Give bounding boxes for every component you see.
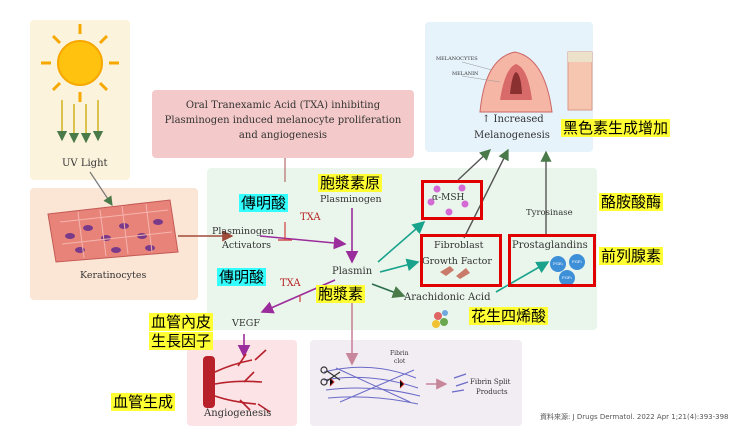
pg-label-3: PGF₂	[562, 275, 573, 280]
alpha-msh-label: α-MSH	[432, 193, 465, 203]
fibroblast-frame	[420, 234, 502, 287]
fibrin-clot-icon	[323, 366, 421, 405]
uv-light-label: UV Light	[62, 158, 108, 169]
fibrin-split-label-1: Fibrin Split	[470, 378, 511, 386]
melanin-increase-annotation: 黑色素生成增加	[561, 119, 671, 137]
pg-label-1: PGE₂	[553, 261, 564, 266]
arachidonic-molecule-icon	[432, 310, 448, 328]
prostaglandin-zh-annotation: 前列腺素	[599, 247, 664, 265]
vegf-zh-annotation-2: 生長因子	[149, 332, 214, 350]
fibrin-clot-label-1: Fibrin	[390, 350, 409, 357]
melanocytes-small-label: MELANOCYTES	[436, 56, 478, 62]
keratinocytes-label: Keratinocytes	[80, 270, 147, 281]
plasmin-label: Plasmin	[332, 266, 373, 277]
keratinocyte-tissue-icon	[47, 199, 179, 263]
arachidonic-acid-label: Arachidonic Acid	[404, 292, 491, 303]
scissors-icon	[320, 366, 341, 386]
txa-label-1: TXA	[300, 212, 321, 223]
plasminogen-activators-label-2: Activators	[222, 240, 272, 251]
plasmin-zh-annotation: 胞漿素	[316, 285, 366, 303]
txa-mechanism-text: Oral Tranexamic Acid (TXA) inhibiting Pl…	[164, 100, 402, 141]
pg-label-2: PGF₂	[572, 259, 583, 264]
prostaglandins-label: Prostaglandins	[512, 240, 588, 251]
tyrosinase-label: Tyrosinase	[526, 208, 573, 218]
alpha-msh-molecule-icon	[427, 184, 469, 216]
fibrin-fragments-icon	[451, 373, 469, 393]
fibrin-clot-label-2: clot	[394, 358, 406, 365]
tranexamic-annotation-1: 傳明酸	[239, 194, 289, 212]
plasminogen-activators-label-1: Plasminogen	[212, 226, 274, 237]
blood-vessel-icon	[203, 349, 271, 413]
txa-label-2: TXA	[280, 278, 301, 289]
skin-cross-section-icon	[479, 51, 593, 113]
tranexamic-annotation-2: 傳明酸	[217, 268, 267, 286]
prostaglandins-frame	[508, 234, 596, 287]
vegf-label: VEGF	[232, 318, 260, 329]
fibroblast-label-2: Growth Factor	[422, 256, 492, 267]
arachidonic-zh-annotation: 花生四烯酸	[469, 307, 549, 325]
increased-melanogenesis-label-1: ↑ Increased	[482, 114, 544, 125]
plasminogen-label: Plasminogen	[320, 194, 382, 205]
melanin-small-label: MELANIN	[452, 71, 479, 77]
citation: 資料來源: J Drugs Dermatol. 2022 Apr 1;21(4)…	[540, 413, 729, 421]
sun-icon	[41, 24, 119, 102]
vegf-zh-annotation-1: 血管內皮	[149, 313, 214, 331]
prostaglandin-molecule-icon	[550, 254, 585, 286]
fibrin-panel	[310, 340, 522, 426]
fibrin-split-label-2: Products	[476, 388, 508, 396]
uv-rays	[56, 100, 104, 144]
increased-melanogenesis-label-2: Melanogenesis	[474, 130, 550, 141]
fibroblast-cell-icon	[440, 266, 470, 279]
txa-mechanism-box	[152, 90, 414, 158]
tyrosinase-zh-annotation: 酪胺酸酶	[599, 193, 664, 211]
fibroblast-label-1: Fibroblast	[434, 240, 484, 251]
angiogenesis-zh-annotation: 血管生成	[111, 393, 176, 411]
angiogenesis-label: Angiogenesis	[204, 408, 272, 419]
plasminogen-zh-annotation: 胞漿素原	[318, 174, 383, 192]
alpha-msh-frame	[421, 180, 483, 220]
